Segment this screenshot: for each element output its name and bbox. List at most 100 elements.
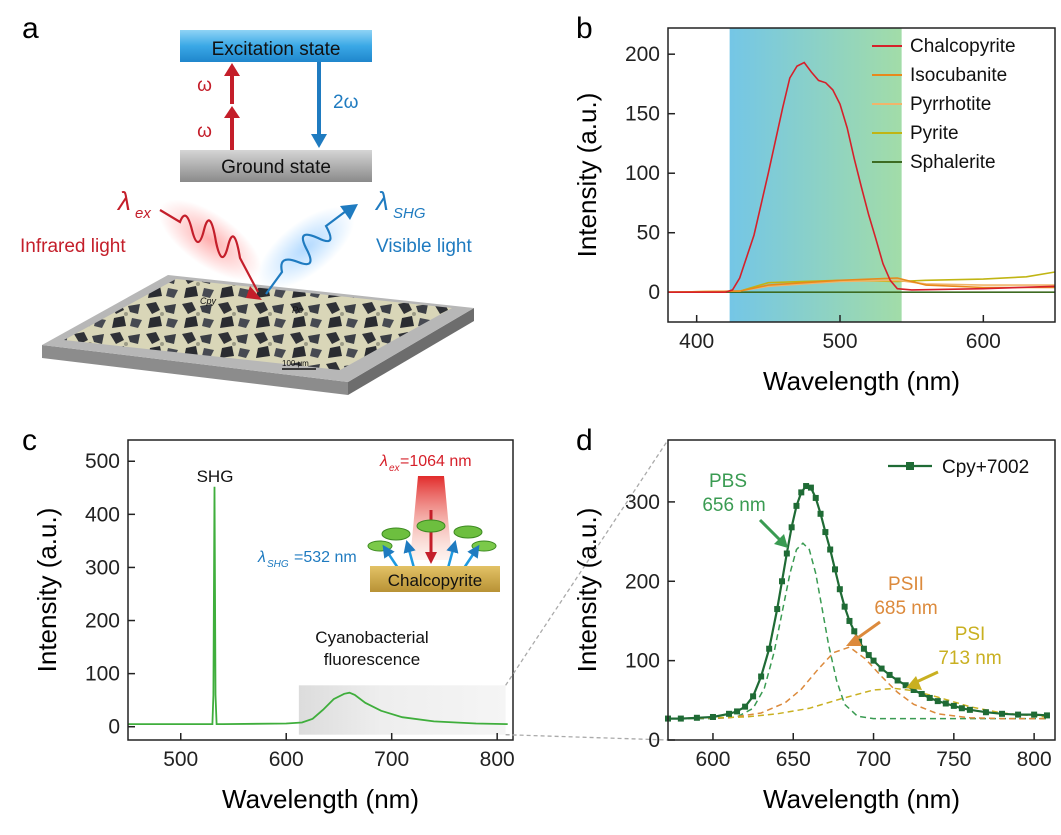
scale-bar-label: 100 μm	[282, 359, 309, 368]
mineral-micrograph	[64, 279, 452, 370]
psii-pointer-head	[846, 634, 862, 646]
data-point	[902, 682, 909, 689]
pbs-pointer-head	[774, 534, 788, 548]
data-point	[677, 715, 684, 722]
shg-peak-label: SHG	[197, 467, 234, 486]
data-point	[910, 687, 917, 693]
x-tick-label: 600	[695, 748, 730, 771]
data-point	[851, 628, 858, 635]
po-label: Po	[292, 305, 303, 315]
sample-slab-side	[348, 308, 474, 395]
data-point	[726, 710, 733, 717]
omega-top-label: ω	[197, 75, 212, 96]
ground-state-bar	[180, 150, 372, 182]
data-point	[783, 550, 790, 557]
shg-arrowhead	[340, 204, 358, 220]
data-point	[918, 690, 925, 697]
fit-line-pbs	[668, 542, 1047, 720]
data-point	[894, 677, 901, 684]
data-point	[865, 652, 872, 659]
infrared-wave	[159, 209, 259, 293]
data-point	[693, 714, 700, 721]
plot-frame-b	[667, 27, 1056, 323]
inset-illustration: λ ex =1064 nm Chalcopyrite λ SHG =532 nm	[257, 453, 500, 592]
data-point	[870, 657, 877, 664]
data-point	[709, 713, 716, 720]
measured-line	[668, 484, 1048, 720]
data-point	[841, 603, 848, 610]
two-omega-arrowhead	[311, 134, 327, 148]
x-tick-label: 650	[776, 748, 811, 771]
plot-frame-d	[667, 439, 1056, 741]
data-point	[742, 703, 749, 710]
two-omega-label: 2ω	[333, 92, 359, 113]
cyanobacterium-cell	[416, 519, 446, 533]
excitation-arrowhead	[425, 552, 437, 564]
y-tick-label: 0	[648, 281, 660, 304]
y-tick-label: 300	[625, 491, 660, 514]
data-point	[779, 578, 786, 585]
data-point	[817, 510, 824, 517]
data-point	[812, 494, 819, 501]
cyanobacterium-cell	[453, 525, 483, 539]
pbs-name-label: PBS	[709, 471, 747, 492]
y-tick-label: 100	[625, 650, 660, 673]
data-point	[750, 693, 757, 700]
y-tick-label: 50	[637, 222, 660, 245]
y-tick-label: 100	[85, 663, 120, 686]
fit-line-psii	[667, 646, 1047, 720]
cyano-label-line1: Cyanobacterial	[315, 628, 428, 647]
plot-frame-c	[127, 439, 514, 741]
x-tick-label: 750	[936, 748, 971, 771]
legend-marker	[906, 462, 914, 470]
legend-b: ChalcopyriteIsocubanitePyrrhotitePyriteS…	[872, 36, 1016, 173]
infrared-arrowhead	[246, 286, 262, 300]
data-point	[827, 546, 834, 553]
y-tick-label: 150	[625, 103, 660, 126]
data-point	[982, 709, 989, 716]
inset-lambda-shg-symbol: λ	[257, 549, 266, 566]
excitation-state-label: Excitation state	[212, 39, 341, 60]
inset-lambda-ex-value: =1064 nm	[400, 453, 472, 470]
y-tick-label: 300	[85, 556, 120, 579]
data-point	[788, 524, 795, 531]
panel-c-letter: c	[22, 424, 37, 457]
panel-d-letter: d	[576, 424, 593, 457]
inset-lambda-ex-symbol: λ	[379, 453, 388, 470]
psii-name-label: PSII	[888, 574, 924, 595]
y-tick-label: 0	[648, 729, 660, 752]
inset-lambda-shg-value: =532 nm	[294, 549, 357, 566]
y-tick-label: 200	[625, 570, 660, 593]
shaded-wavelength-band	[729, 28, 902, 322]
infrared-light-label: Infrared light	[20, 236, 126, 257]
visible-light-label: Visible light	[376, 236, 472, 257]
data-point	[803, 483, 810, 490]
x-tick-label: 800	[1017, 748, 1052, 771]
panel-a-letter: a	[22, 12, 39, 45]
omega-bottom-label: ω	[197, 121, 212, 142]
x-tick-label: 500	[163, 748, 198, 771]
data-point	[950, 702, 957, 709]
legend-label: Pyrrhotite	[910, 94, 991, 115]
lambda-shg-subscript: SHG	[393, 205, 426, 222]
data-point	[793, 502, 800, 509]
y-axis-label-b: Intensity (a.u.)	[572, 93, 602, 258]
spectrum-line	[128, 486, 508, 725]
lambda-ex-symbol: λ	[116, 186, 131, 216]
data-point	[926, 694, 933, 701]
data-point	[999, 710, 1006, 717]
chalcopyrite-substrate	[370, 566, 500, 592]
excitation-state-bar	[180, 30, 372, 62]
data-point	[1043, 712, 1050, 719]
y-tick-label: 100	[625, 162, 660, 185]
y-tick-label: 200	[85, 610, 120, 633]
pbs-nm-label: 656 nm	[702, 495, 765, 516]
data-point	[822, 529, 829, 536]
data-point	[846, 617, 853, 624]
data-point	[798, 489, 805, 496]
y-tick-label: 400	[85, 503, 120, 526]
data-point	[807, 484, 814, 491]
y-axis-label-c: Intensity (a.u.)	[32, 508, 62, 673]
